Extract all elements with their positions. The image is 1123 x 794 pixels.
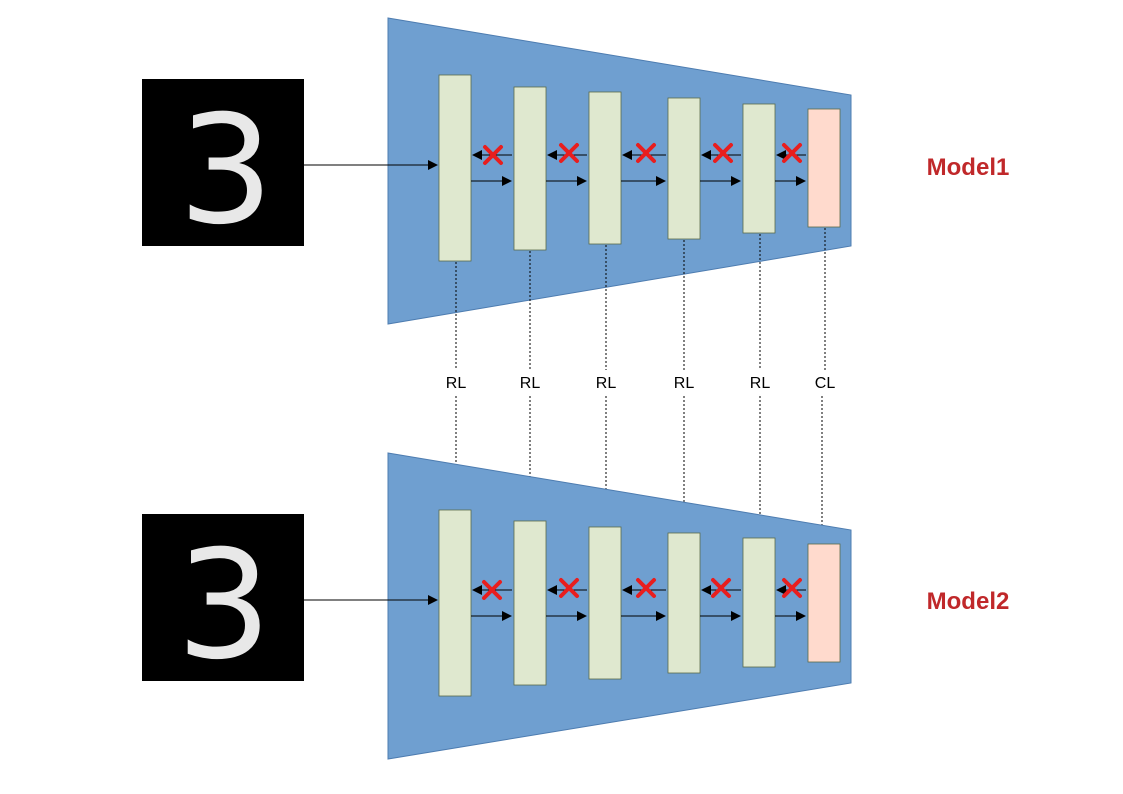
model-2-layer-5 — [742, 537, 776, 668]
model-1-layer-3 — [588, 91, 622, 245]
cross-icon — [483, 145, 503, 165]
cross-icon — [482, 580, 502, 600]
model-1-layer-4 — [667, 97, 701, 240]
cross-icon — [711, 578, 731, 598]
model-2-layer-1 — [438, 509, 472, 697]
cross-icon — [782, 143, 802, 163]
input-digit: 3 — [176, 519, 271, 693]
model-2-layer-3 — [588, 526, 622, 680]
cross-icon — [636, 578, 656, 598]
input-image-background — [142, 79, 304, 246]
cross-icon — [636, 143, 656, 163]
model-2-layer-4 — [667, 532, 701, 674]
cross-icon — [559, 143, 579, 163]
model-2-input-image: 3 — [142, 514, 304, 693]
connector-label: RL — [520, 375, 541, 392]
model-2: 3 Model2 — [142, 452, 1010, 760]
model-1-layer-2 — [513, 86, 547, 251]
input-digit: 3 — [178, 84, 273, 258]
connector-label: RL — [674, 375, 695, 392]
model-1-classifier-layer — [807, 108, 841, 228]
model-2-classifier-layer — [807, 543, 841, 663]
model-1-layer-1 — [438, 74, 472, 262]
model-1-label: Model1 — [927, 154, 1010, 181]
connector-label: RL — [750, 375, 771, 392]
cross-icon — [713, 143, 733, 163]
model-1-input-image: 3 — [142, 79, 304, 258]
input-image-background — [142, 514, 304, 681]
cross-icon — [782, 578, 802, 598]
cross-icon — [559, 578, 579, 598]
connector-label: CL — [815, 375, 836, 392]
connector-label: RL — [596, 375, 617, 392]
model-2-label: Model2 — [927, 588, 1010, 615]
model-1: 3 Model1 — [142, 17, 1010, 325]
model-1-layer-5 — [742, 103, 776, 234]
model-2-layer-2 — [513, 520, 547, 686]
connector-label: RL — [446, 375, 467, 392]
